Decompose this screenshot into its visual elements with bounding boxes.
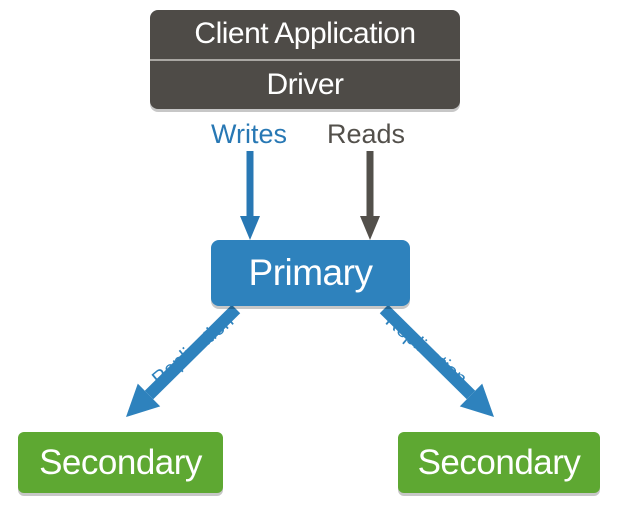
secondary-right-label: Secondary	[417, 442, 581, 482]
secondary-box-right: Secondary	[398, 432, 600, 493]
client-application-box: Client Application	[150, 10, 460, 61]
secondary-left-label: Secondary	[39, 442, 202, 482]
client-driver-box: Client Application Driver	[150, 10, 460, 109]
driver-box: Driver	[150, 61, 460, 110]
primary-box: Primary	[211, 240, 410, 306]
replication-arrow-left	[126, 304, 241, 417]
reads-arrow	[360, 151, 380, 240]
reads-label: Reads	[326, 119, 406, 149]
client-application-label: Client Application	[194, 17, 416, 51]
primary-label: Primary	[248, 252, 373, 293]
driver-label: Driver	[266, 67, 345, 101]
writes-arrow	[240, 151, 260, 240]
secondary-box-left: Secondary	[18, 432, 223, 493]
writes-label: Writes	[210, 119, 287, 149]
replication-arrow-right	[379, 304, 494, 417]
